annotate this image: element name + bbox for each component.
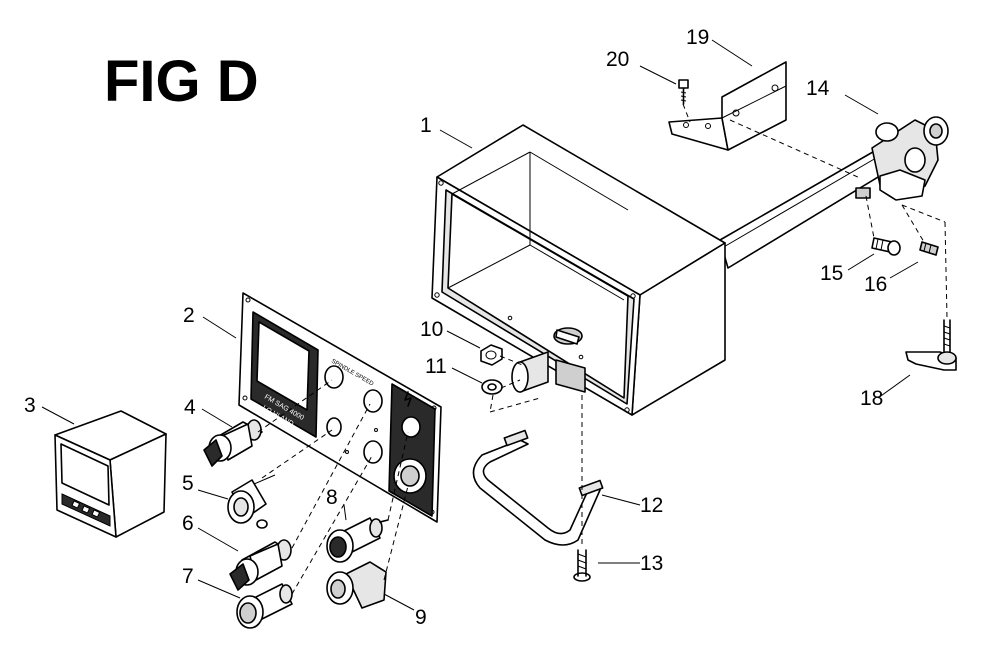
bracket-screw xyxy=(678,79,689,105)
callout-13: 13 xyxy=(640,552,663,575)
support-arm-tube xyxy=(719,144,899,269)
callout-12: 12 xyxy=(640,494,663,517)
mounting-bracket xyxy=(668,61,787,151)
pushbutton-7 xyxy=(236,583,293,629)
setscrew-16 xyxy=(919,241,939,256)
clamp-lever xyxy=(905,319,957,371)
selector-switch-4 xyxy=(203,419,263,467)
figure-title: FIG D xyxy=(104,49,259,114)
callout-labels: 1 2 3 4 5 6 7 8 9 10 11 12 13 14 15 16 1… xyxy=(24,26,887,629)
assembly-lines xyxy=(257,103,948,595)
screw-15 xyxy=(871,237,901,256)
callout-5: 5 xyxy=(182,472,194,495)
callout-2: 2 xyxy=(183,304,195,327)
arm-clamp-head xyxy=(855,116,949,201)
leader-lines xyxy=(41,39,919,611)
callout-18: 18 xyxy=(860,387,883,410)
screw-13 xyxy=(573,549,591,582)
callout-3: 3 xyxy=(24,394,36,417)
u-handle xyxy=(472,429,604,546)
callout-4: 4 xyxy=(184,396,196,419)
callout-7: 7 xyxy=(182,565,194,588)
callout-9: 9 xyxy=(415,606,427,629)
callout-16: 16 xyxy=(864,273,887,296)
callout-6: 6 xyxy=(182,512,194,535)
emergency-stop-9 xyxy=(326,561,387,609)
front-panel: FM SAG 4000 LO HI AND SPINDLE SPEED xyxy=(238,292,442,523)
callout-15: 15 xyxy=(820,262,843,285)
callout-1: 1 xyxy=(420,114,432,137)
callout-14: 14 xyxy=(806,77,830,100)
controller-display xyxy=(54,410,167,538)
callout-11: 11 xyxy=(425,355,447,378)
callout-8: 8 xyxy=(326,486,338,509)
selector-switch-6 xyxy=(229,539,292,591)
callout-10: 10 xyxy=(420,318,443,341)
callout-20: 20 xyxy=(606,48,629,71)
potentiometer-5 xyxy=(227,474,276,529)
washer xyxy=(481,379,503,395)
enclosure-box xyxy=(431,124,726,416)
callout-19: 19 xyxy=(686,26,709,49)
pushbutton-8 xyxy=(326,517,389,563)
hex-nut xyxy=(480,344,503,366)
